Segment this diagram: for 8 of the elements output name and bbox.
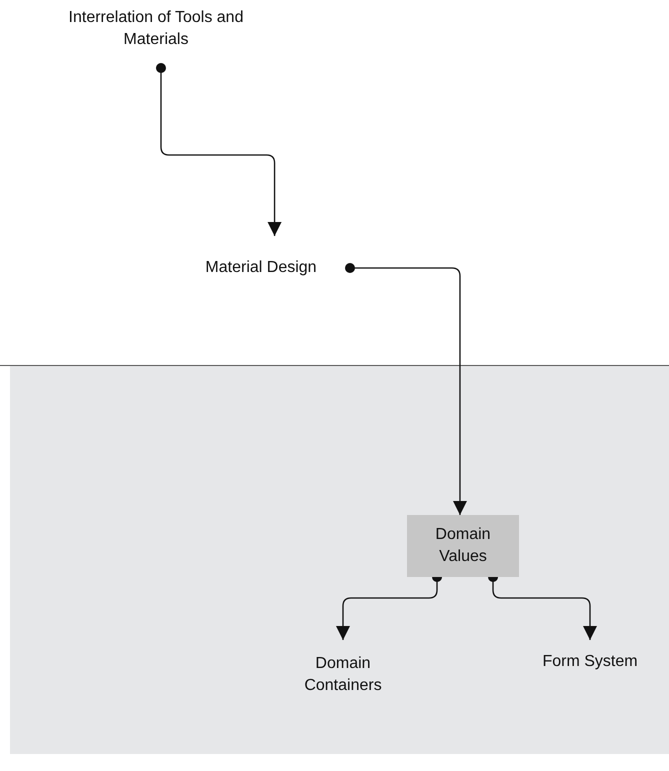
text-label: Interrelation of Tools and Materials xyxy=(68,8,244,50)
arrow xyxy=(156,63,282,236)
text-label: Material Design xyxy=(205,258,317,278)
text-label: Domain Containers xyxy=(303,654,383,696)
text-label: Form System xyxy=(542,652,638,672)
box-label: Domain Values xyxy=(434,525,492,567)
process-box xyxy=(407,515,519,577)
arrow xyxy=(345,263,467,515)
